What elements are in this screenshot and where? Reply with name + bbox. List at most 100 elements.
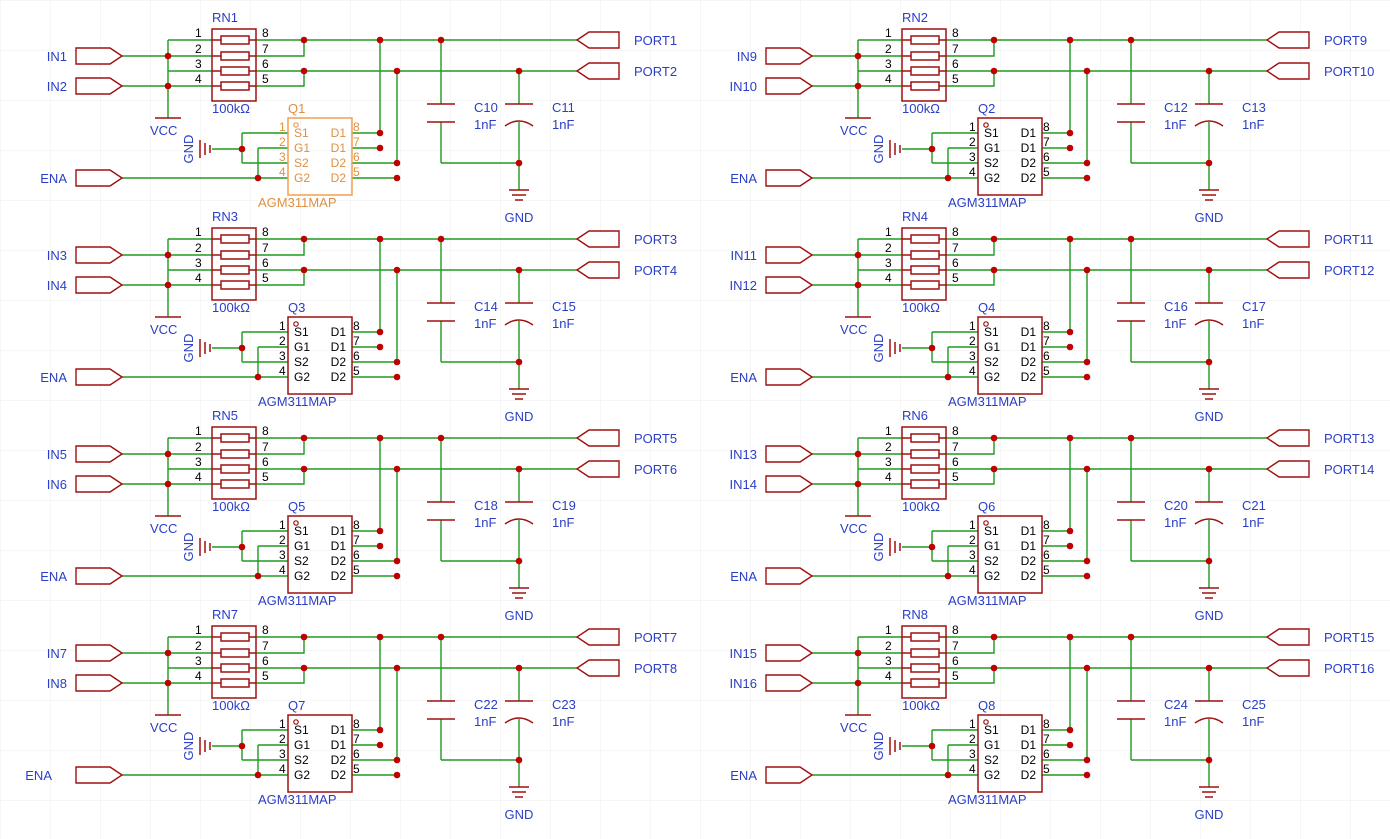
output-port-flag[interactable] bbox=[575, 62, 620, 80]
pin-number: 3 bbox=[195, 57, 202, 71]
resistor-network-body[interactable] bbox=[211, 426, 257, 500]
resistor-network-body[interactable] bbox=[211, 227, 257, 301]
capacitor-ref: C13 bbox=[1242, 100, 1266, 115]
mosfet-body[interactable] bbox=[287, 714, 353, 793]
input-flag[interactable] bbox=[765, 77, 814, 95]
output-port-flag[interactable] bbox=[575, 460, 620, 478]
junction-dot bbox=[300, 434, 308, 442]
output-port-flag[interactable] bbox=[1265, 62, 1310, 80]
output-port-flag[interactable] bbox=[575, 659, 620, 677]
resistor-network-ref: RN7 bbox=[212, 607, 238, 622]
mosfet-pin-name: D2 bbox=[1021, 753, 1037, 767]
pin-number: 1 bbox=[195, 424, 202, 438]
mosfet-pin-name: G2 bbox=[294, 370, 310, 384]
output-port-flag[interactable] bbox=[575, 628, 620, 646]
output-port-flag[interactable] bbox=[575, 261, 620, 279]
output-port-flag[interactable] bbox=[1265, 230, 1310, 248]
input-flag[interactable] bbox=[765, 475, 814, 493]
enable-flag[interactable] bbox=[75, 368, 124, 386]
output-port-flag[interactable] bbox=[1265, 628, 1310, 646]
resistor-network-body[interactable] bbox=[901, 625, 947, 699]
pin-number: 2 bbox=[279, 334, 286, 348]
input-flag[interactable] bbox=[765, 674, 814, 692]
resistor-network-body[interactable] bbox=[211, 625, 257, 699]
junction-dot bbox=[944, 771, 952, 779]
enable-flag[interactable] bbox=[765, 368, 814, 386]
output-port-flag[interactable] bbox=[575, 31, 620, 49]
junction-dot bbox=[1205, 159, 1213, 167]
capacitor-ref: C12 bbox=[1164, 100, 1188, 115]
resistor-network-ref: RN2 bbox=[902, 10, 928, 25]
junction-dot bbox=[1066, 343, 1074, 351]
input-flag[interactable] bbox=[75, 47, 124, 65]
mosfet-body[interactable] bbox=[287, 515, 353, 594]
enable-flag[interactable] bbox=[765, 169, 814, 187]
pin-number: 6 bbox=[1043, 548, 1050, 562]
output-port-flag[interactable] bbox=[1265, 261, 1310, 279]
enable-flag[interactable] bbox=[75, 169, 124, 187]
output-port-flag[interactable] bbox=[1265, 429, 1310, 447]
pin-number: 2 bbox=[885, 440, 892, 454]
pin-number: 7 bbox=[262, 42, 269, 56]
enable-flag[interactable] bbox=[75, 567, 124, 585]
mosfet-body[interactable] bbox=[977, 714, 1043, 793]
mosfet-body[interactable] bbox=[977, 515, 1043, 594]
output-port-flag[interactable] bbox=[1265, 659, 1310, 677]
wire bbox=[256, 71, 305, 87]
junction-dot bbox=[990, 36, 998, 44]
input-flag[interactable] bbox=[75, 276, 124, 294]
pin-number: 4 bbox=[885, 72, 892, 86]
input-flag[interactable] bbox=[765, 276, 814, 294]
resistor-network-body[interactable] bbox=[901, 426, 947, 500]
wire bbox=[256, 637, 305, 654]
junction-dot bbox=[393, 159, 401, 167]
junction-dot bbox=[300, 67, 308, 75]
junction-dot bbox=[1083, 465, 1091, 473]
mosfet-body[interactable] bbox=[977, 316, 1043, 395]
mosfet-pin-name: D2 bbox=[331, 554, 347, 568]
mosfet-pin-name: D2 bbox=[331, 156, 347, 170]
capacitor-ref: C25 bbox=[1242, 697, 1266, 712]
enable-flag[interactable] bbox=[75, 766, 124, 784]
enable-flag[interactable] bbox=[765, 567, 814, 585]
junction-dot bbox=[164, 679, 172, 687]
input-flag[interactable] bbox=[75, 77, 124, 95]
enable-flag[interactable] bbox=[765, 766, 814, 784]
pin-number: 3 bbox=[279, 150, 286, 164]
input-flag[interactable] bbox=[765, 445, 814, 463]
input-flag[interactable] bbox=[765, 644, 814, 662]
junction-dot bbox=[854, 281, 862, 289]
mosfet-body[interactable] bbox=[977, 117, 1043, 196]
enable-label: ENA bbox=[730, 171, 757, 186]
input-flag[interactable] bbox=[75, 475, 124, 493]
output-port-flag[interactable] bbox=[1265, 460, 1310, 478]
wire bbox=[946, 637, 995, 654]
input-flag[interactable] bbox=[765, 246, 814, 264]
mosfet-body[interactable] bbox=[287, 316, 353, 395]
gnd-label: GND bbox=[505, 210, 534, 225]
input-flag[interactable] bbox=[75, 674, 124, 692]
pin-number: 1 bbox=[195, 225, 202, 239]
pin-number: 7 bbox=[952, 241, 959, 255]
pin-number: 6 bbox=[353, 747, 360, 761]
pin-number: 7 bbox=[1043, 533, 1050, 547]
input-flag[interactable] bbox=[75, 445, 124, 463]
capacitor-value: 1nF bbox=[552, 714, 574, 729]
input-flag[interactable] bbox=[75, 246, 124, 264]
pin-number: 6 bbox=[353, 349, 360, 363]
input-flag[interactable] bbox=[75, 644, 124, 662]
output-port-flag[interactable] bbox=[575, 429, 620, 447]
mosfet-pin-name: G2 bbox=[984, 768, 1000, 782]
resistor-network-body[interactable] bbox=[211, 28, 257, 102]
mosfet-body[interactable] bbox=[287, 117, 353, 196]
resistor-network-body[interactable] bbox=[901, 227, 947, 301]
output-port-flag[interactable] bbox=[575, 230, 620, 248]
wire bbox=[256, 668, 305, 684]
resistor-network-body[interactable] bbox=[901, 28, 947, 102]
output-port-flag[interactable] bbox=[1265, 31, 1310, 49]
pin-number: 2 bbox=[195, 241, 202, 255]
mosfet-pin-name: D1 bbox=[331, 325, 347, 339]
input-flag[interactable] bbox=[765, 47, 814, 65]
junction-dot bbox=[1066, 542, 1074, 550]
